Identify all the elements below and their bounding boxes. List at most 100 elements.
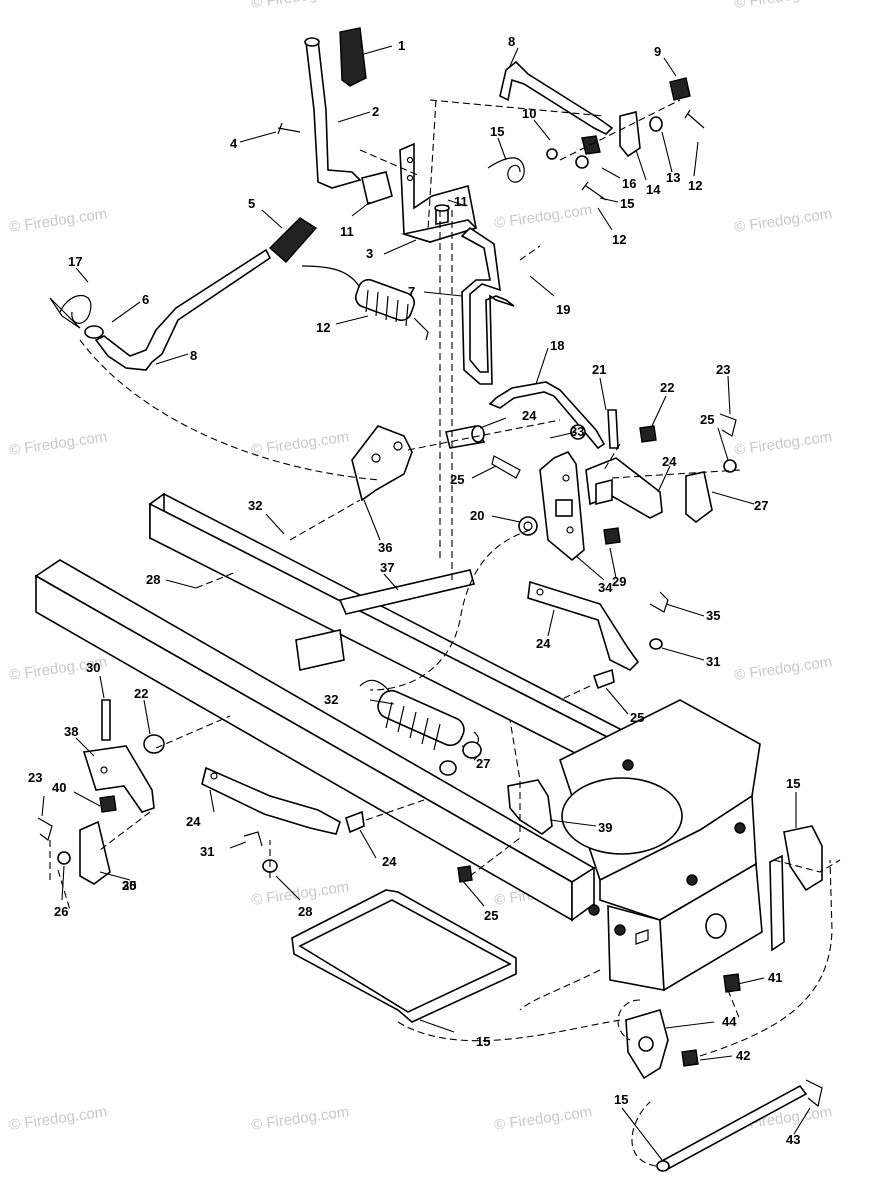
callout-4: 4 [230, 136, 238, 151]
callout-13: 14 [646, 182, 661, 197]
callout-15: 10 [522, 106, 536, 121]
callout-24: 43 [786, 1132, 800, 1147]
callout-27: 38 [64, 724, 78, 739]
callout-19: 7 [408, 284, 415, 299]
control-rod [460, 226, 515, 385]
callout-35: 37 [380, 560, 394, 575]
callout-28: 29 [612, 574, 626, 589]
callout-25: 33 [570, 424, 584, 439]
adjust-link-left [201, 766, 365, 873]
callout-5: 5 [248, 196, 255, 211]
callout-22: 21 [592, 362, 606, 377]
watermark: © Firedog.com [250, 1103, 350, 1134]
callout-24: 35 [706, 608, 720, 623]
callout-14: 16 [622, 176, 636, 191]
brake-pedal-assembly [277, 27, 393, 206]
callout-11: 12 [612, 232, 626, 247]
leader-lines [41, 45, 811, 1161]
pivot-bracket [351, 425, 486, 502]
watermark: © Firedog.com [733, 653, 833, 684]
callouts: 1 2 4 5 8 9 10 15 16 14 13 12 11 15 12 1… [28, 34, 800, 1147]
callout-42: 44 [722, 1014, 737, 1029]
callout-25: 26 [54, 904, 68, 919]
callout-23: 22 [660, 380, 674, 395]
extension-spring [301, 265, 429, 341]
brake-rod [499, 60, 614, 135]
callout-34: 36 [378, 540, 392, 555]
watermark: © Firedog.com [250, 0, 350, 12]
callout-3: 11 [340, 224, 354, 239]
callout-15: 11 [454, 194, 468, 209]
callout-26: 25 [122, 878, 136, 893]
watermark: © Firedog.com [8, 428, 108, 459]
callout-1: 1 [398, 38, 405, 53]
callout-25: 25 [700, 412, 714, 427]
callout-18: 12 [316, 320, 330, 335]
callout-16: 15 [490, 124, 504, 139]
callout-6: 17 [68, 254, 82, 269]
left-hardware [37, 699, 165, 885]
hitch-brackets [457, 825, 823, 1080]
callout-22: 30 [86, 660, 100, 675]
adjust-link-right [527, 580, 669, 690]
watermark: © Firedog.com [733, 205, 833, 236]
callout-20: 27 [754, 498, 768, 513]
callout-32: 20 [470, 508, 484, 523]
watermark: © Firedog.com [493, 1103, 593, 1134]
pedal-bracket [399, 142, 478, 243]
callout-25: 28 [298, 904, 312, 919]
callout-2: 2 [372, 104, 379, 119]
callout-28: 30 [122, 878, 136, 893]
watermark: © Firedog.com [8, 1103, 108, 1134]
callout-41: 15 [786, 776, 800, 791]
callout-8: 8 [508, 34, 515, 49]
watermark: © Firedog.com [733, 0, 833, 12]
callout-12: 19 [556, 302, 570, 317]
callout-27: 24 [662, 454, 677, 469]
callout-37: 28 [146, 572, 160, 587]
callout-10: 9 [654, 44, 661, 59]
callout-8: 8 [190, 348, 197, 363]
watermark: © Firedog.com [733, 428, 833, 459]
clutch-pedal [49, 217, 318, 371]
callout-24: 25 [450, 472, 464, 487]
linkage-rod [488, 381, 606, 450]
watermark: © Firedog.com [250, 428, 350, 459]
center-bracket [439, 741, 553, 835]
callout-44: 15 [476, 1034, 490, 1049]
callout-17: 3 [366, 246, 373, 261]
callout-40: 39 [598, 820, 612, 835]
watermark: © Firedog.com [8, 205, 108, 236]
callout-24: 23 [716, 362, 730, 377]
callout-29: 34 [598, 580, 613, 595]
callout-11: 12 [688, 178, 702, 193]
front-bumper [291, 889, 517, 1023]
callout-15: 25 [484, 908, 498, 923]
callout-30: 25 [630, 710, 644, 725]
callout-12: 15 [620, 196, 634, 211]
callout-7: 6 [142, 292, 149, 307]
callout-24: 31 [200, 844, 214, 859]
callout-25: 31 [706, 654, 720, 669]
callout-15: 41 [768, 970, 782, 985]
callout-24: 23 [28, 770, 42, 785]
mount-bracket [491, 409, 737, 545]
tractor-frame [34, 492, 763, 992]
callout-12: 13 [666, 170, 680, 185]
callout-30: 24 [382, 854, 397, 869]
callout-31: 24 [186, 814, 201, 829]
assembly-lines [49, 99, 841, 1167]
callout-21: 18 [550, 338, 564, 353]
callout-15: 42 [736, 1048, 750, 1063]
callout-31: 24 [536, 636, 551, 651]
callout-43: 15 [614, 1092, 628, 1107]
callout-33: 24 [522, 408, 537, 423]
control-bracket [518, 451, 585, 562]
callout-38: 32 [324, 692, 338, 707]
hitch-rod [656, 1079, 823, 1172]
watermark: © Firedog.com [493, 201, 593, 232]
callout-23: 40 [52, 780, 66, 795]
callout-39: 27 [476, 756, 490, 771]
callout-36: 32 [248, 498, 262, 513]
